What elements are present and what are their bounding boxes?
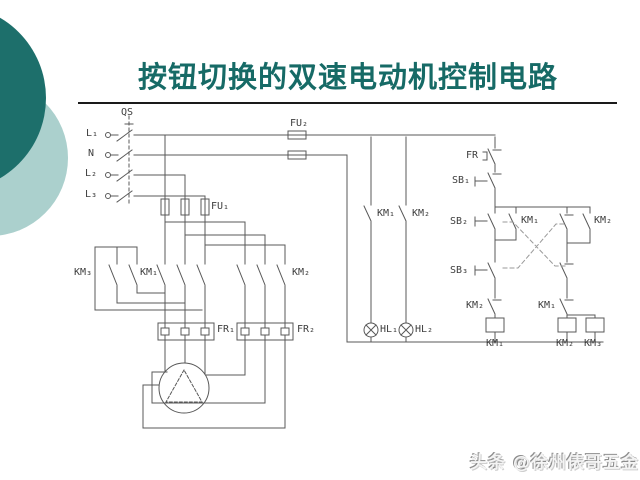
coil-km3 xyxy=(585,317,605,333)
coil-km2 xyxy=(557,317,577,333)
control-wires xyxy=(363,136,596,343)
fuse-fu1-1 xyxy=(160,198,170,216)
overload-fr2-box xyxy=(236,322,294,341)
fuse-fu2-n xyxy=(287,150,307,160)
motor-delta-winding xyxy=(165,368,203,403)
button-linkage-dashes xyxy=(502,221,566,269)
label-fr1: FR₁ xyxy=(217,324,236,335)
motor-circle xyxy=(158,362,210,414)
power-circuit xyxy=(94,115,604,429)
coil-km1 xyxy=(485,317,505,333)
label-km1-main: KM₁ xyxy=(140,267,159,278)
label-km3-coil: KM₃ xyxy=(584,338,603,349)
control-circuit xyxy=(363,136,605,343)
label-km1-interlock: KM₁ xyxy=(538,300,557,311)
fr2-heater-2 xyxy=(260,327,270,336)
fuse-fu1-2 xyxy=(180,198,190,216)
power-wires xyxy=(94,123,604,429)
fr1-heater-1 xyxy=(160,327,170,336)
terminal-l3 xyxy=(105,193,111,199)
label-sb3: SB₃ xyxy=(450,265,469,276)
terminal-l1 xyxy=(105,132,111,138)
label-km3-main: KM₃ xyxy=(74,267,93,278)
lamp-hl1 xyxy=(363,322,379,338)
fuse-fu2-l1 xyxy=(287,130,307,140)
label-fu1: FU₁ xyxy=(211,201,230,212)
label-km1-lamp-contact: KM₁ xyxy=(377,208,396,219)
label-km2-aux: KM₂ xyxy=(594,215,613,226)
lamp-hl1-cross xyxy=(365,324,377,336)
label-sb2: SB₂ xyxy=(450,216,469,227)
fr1-heater-3 xyxy=(200,327,210,336)
label-n: N xyxy=(88,148,95,159)
fr2-heater-1 xyxy=(240,327,250,336)
page-title: 按钮切换的双速电动机控制电路 xyxy=(137,60,558,94)
decoration-dark-circle xyxy=(0,17,46,179)
label-hl1: HL₁ xyxy=(380,324,399,335)
label-fr: FR xyxy=(466,150,479,161)
label-l2: L₂ xyxy=(85,168,98,179)
fr2-heater-3 xyxy=(280,327,290,336)
watermark: 头条 @徐州俵哥五金 xyxy=(470,453,639,473)
label-km1-aux: KM₁ xyxy=(521,215,540,226)
label-km2-lamp-contact: KM₂ xyxy=(412,208,431,219)
label-hl2: HL₂ xyxy=(415,324,434,335)
terminal-n xyxy=(105,152,111,158)
label-sb1: SB₁ xyxy=(452,175,471,186)
label-km2-interlock: KM₂ xyxy=(466,300,485,311)
background-decoration xyxy=(0,17,68,236)
fuse-fu1-3 xyxy=(200,198,210,216)
label-l3: L₃ xyxy=(85,189,98,200)
label-fu2: FU₂ xyxy=(290,118,309,129)
label-km2-main: KM₂ xyxy=(292,267,311,278)
label-l1: L₁ xyxy=(86,128,99,139)
lamp-hl2-cross xyxy=(400,324,412,336)
terminal-l2 xyxy=(105,172,111,178)
label-qs: QS xyxy=(121,107,134,118)
overload-fr1-box xyxy=(157,322,215,341)
lamp-hl2 xyxy=(398,322,414,338)
label-km1-coil: KM₁ xyxy=(486,338,505,349)
label-fr2: FR₂ xyxy=(297,324,316,335)
label-km2-coil: KM₂ xyxy=(556,338,575,349)
fr1-heater-2 xyxy=(180,327,190,336)
